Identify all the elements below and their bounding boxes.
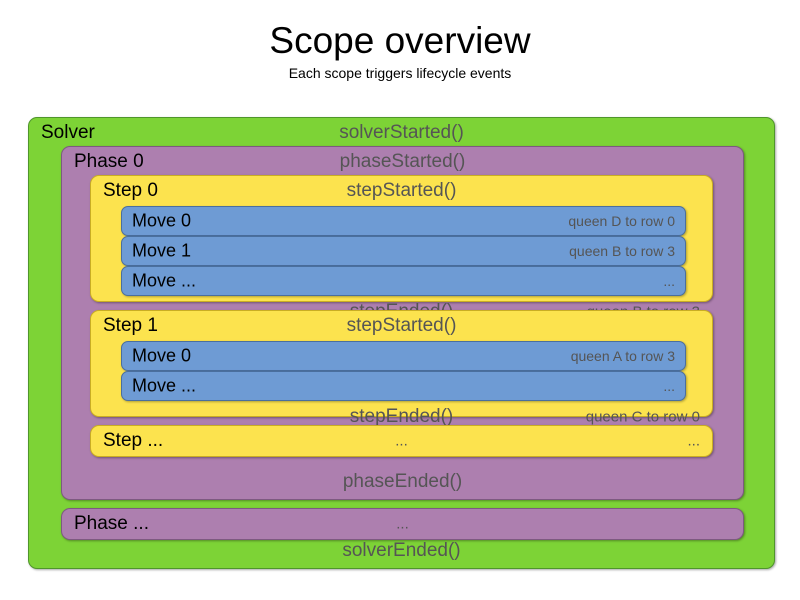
- phase-0-footer-row: phaseEnded(): [62, 467, 743, 497]
- step-1-move-0[interactable]: Move 0 queen A to row 3: [121, 341, 686, 371]
- phase-0-label: Phase 0: [74, 151, 144, 172]
- move-label: Move 0: [132, 210, 192, 231]
- step-0-scope-box[interactable]: Step 0 stepStarted() Move 0 queen D to r…: [90, 175, 713, 322]
- phase-ellipsis-row: Phase ... ...: [62, 509, 743, 539]
- move-label: Move ...: [132, 375, 197, 396]
- step-0-move-1[interactable]: Move 1 queen B to row 3: [121, 236, 686, 266]
- step-ellipsis-row: Step ... ... ...: [91, 426, 712, 456]
- move-label: Move 0: [132, 345, 192, 366]
- move-label: Move ...: [132, 270, 197, 291]
- step-ellipsis-right: ...: [687, 432, 700, 450]
- step-0-label: Step 0: [103, 180, 158, 201]
- step-0-header-row: Step 0 stepStarted(): [91, 176, 712, 206]
- page-subtitle: Each scope triggers lifecycle events: [288, 64, 512, 81]
- step-1-scope-box[interactable]: Step 1 stepStarted() Move 0 queen A to r…: [90, 310, 713, 427]
- move-detail: queen B to row 3: [569, 243, 675, 259]
- phase-0-scope-box[interactable]: Phase 0 phaseStarted() Step 0 stepStarte…: [61, 146, 744, 500]
- step-ellipsis-center: ...: [395, 432, 408, 450]
- page-title: Scope overview: [269, 20, 531, 61]
- phase-0-header-row: Phase 0 phaseStarted(): [62, 147, 743, 177]
- step-1-footer-row: stepEnded() queen C to row 0: [91, 403, 712, 431]
- solver-ended-event: solverEnded(): [342, 540, 461, 561]
- step-0-move-ellipsis[interactable]: Move ... ...: [121, 266, 686, 296]
- phase-ellipsis-label: Phase ...: [74, 513, 149, 534]
- step-1-ended-detail: queen C to row 0: [585, 408, 700, 426]
- solver-header-row: Solver solverStarted(): [29, 118, 774, 148]
- step-0-started-event: stepStarted(): [346, 180, 457, 201]
- solver-footer-row: solverEnded(): [29, 536, 774, 566]
- move-label: Move 1: [132, 240, 192, 261]
- step-1-started-event: stepStarted(): [346, 315, 457, 336]
- move-detail: queen A to row 3: [570, 348, 675, 364]
- solver-started-event: solverStarted(): [339, 122, 464, 143]
- step-ellipsis-scope-box[interactable]: Step ... ... ...: [90, 425, 713, 457]
- phase-ellipsis-scope-box[interactable]: Phase ... ...: [61, 508, 744, 540]
- step-ellipsis-label: Step ...: [103, 430, 164, 451]
- move-detail: queen D to row 0: [568, 213, 675, 229]
- step-0-move-0[interactable]: Move 0 queen D to row 0: [121, 206, 686, 236]
- step-1-label: Step 1: [103, 315, 158, 336]
- step-1-header-row: Step 1 stepStarted(): [91, 311, 712, 341]
- move-detail: ...: [663, 378, 675, 394]
- solver-scope-box[interactable]: Solver solverStarted() Phase 0 phaseStar…: [28, 117, 775, 569]
- step-1-ended-event: stepEnded(): [349, 406, 454, 427]
- phase-0-started-event: phaseStarted(): [339, 151, 466, 172]
- phase-0-ended-event: phaseEnded(): [342, 471, 463, 492]
- solver-label: Solver: [41, 122, 95, 143]
- step-1-move-ellipsis[interactable]: Move ... ...: [121, 371, 686, 401]
- phase-ellipsis-center: ...: [396, 515, 409, 533]
- move-detail: ...: [663, 273, 675, 289]
- title-area: Scope overview Each scope triggers lifec…: [0, 0, 800, 81]
